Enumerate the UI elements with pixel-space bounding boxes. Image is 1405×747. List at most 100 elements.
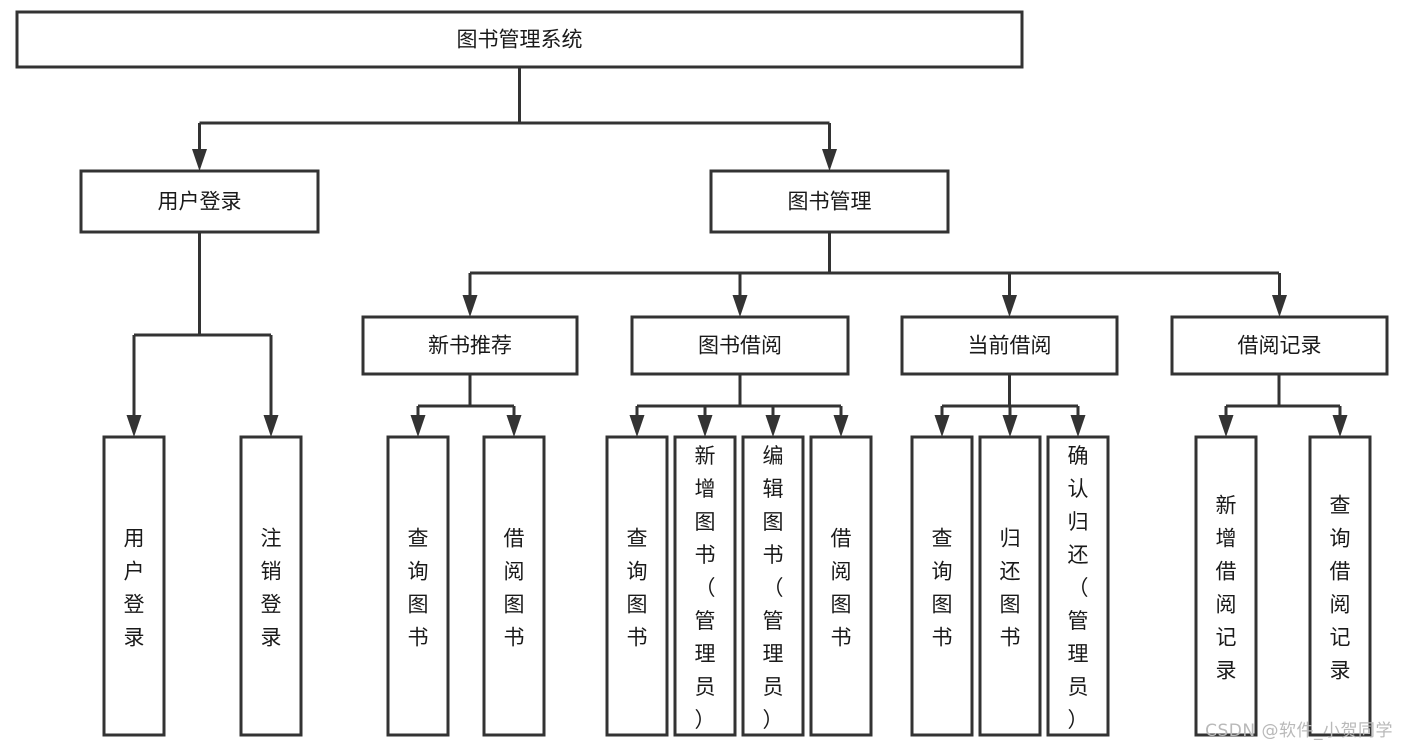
node-bookmgmt[interactable]: 图书管理 xyxy=(709,169,950,234)
node-box-leaf-cb-return[interactable] xyxy=(978,435,1042,737)
label-char: 管 xyxy=(763,609,784,633)
arrow-newbook-to-leaf-nb-borrow xyxy=(506,406,522,437)
node-box-leaf-cb-query[interactable] xyxy=(910,435,974,737)
arrow-current-to-leaf-cb-return xyxy=(1002,406,1018,437)
label-char: 编 xyxy=(763,444,784,468)
label-char: 新 xyxy=(695,444,716,468)
node-box-records[interactable] xyxy=(1170,315,1389,376)
label-char: 阅 xyxy=(1216,593,1237,617)
label-char: 查 xyxy=(932,527,953,551)
node-leaf-bk-edit[interactable]: 编辑图书（管理员） xyxy=(741,435,805,737)
connector-bus-newbook xyxy=(418,374,514,408)
arrow-borrow-to-leaf-bk-add xyxy=(697,406,713,437)
node-leaf-nb-borrow[interactable]: 借阅图书 xyxy=(482,435,546,737)
label-char: 还 xyxy=(1068,543,1089,567)
node-box-leaf-rc-query[interactable] xyxy=(1308,435,1372,737)
label-char: 户 xyxy=(124,560,145,584)
node-box-login[interactable] xyxy=(79,169,320,234)
node-records[interactable]: 借阅记录 xyxy=(1170,315,1389,376)
node-box-leaf-cb-confirm[interactable] xyxy=(1046,435,1110,737)
label-char: 管 xyxy=(695,609,716,633)
node-leaf-cb-query[interactable]: 查询图书 xyxy=(910,435,974,737)
label-char: 辑 xyxy=(763,477,784,501)
node-box-leaf-user-logout[interactable] xyxy=(239,435,303,737)
node-label-leaf-user-login: 用户登录 xyxy=(124,527,145,650)
label-char: 归 xyxy=(1000,527,1021,551)
node-leaf-bk-add[interactable]: 新增图书（管理员） xyxy=(673,435,737,737)
label-char: 员 xyxy=(1068,675,1089,699)
connector-bus-bookmgmt xyxy=(470,232,1279,275)
node-leaf-user-logout[interactable]: 注销登录 xyxy=(239,435,303,737)
node-label-leaf-nb-borrow: 借阅图书 xyxy=(504,527,525,650)
connector-bus-root xyxy=(199,67,830,125)
node-root[interactable]: 图书管理系统 xyxy=(15,10,1024,69)
node-leaf-user-login[interactable]: 用户登录 xyxy=(102,435,166,737)
arrow-bookmgmt-to-borrow xyxy=(732,273,748,317)
arrow-login-to-leaf-user-logout xyxy=(263,335,279,437)
label-char: 查 xyxy=(408,527,429,551)
node-label-leaf-bk-add: 新增图书（管理员） xyxy=(695,444,716,732)
label-char: 录 xyxy=(1330,659,1351,683)
label-char: 管 xyxy=(1068,609,1089,633)
arrow-records-to-leaf-rc-query xyxy=(1332,406,1348,437)
node-leaf-nb-query[interactable]: 查询图书 xyxy=(386,435,450,737)
node-leaf-bk-borrow[interactable]: 借阅图书 xyxy=(809,435,873,737)
node-box-leaf-user-login[interactable] xyxy=(102,435,166,737)
label-char: ） xyxy=(695,708,716,732)
node-label-login: 用户登录 xyxy=(158,190,242,214)
node-borrow[interactable]: 图书借阅 xyxy=(630,315,850,376)
node-current[interactable]: 当前借阅 xyxy=(900,315,1119,376)
node-login[interactable]: 用户登录 xyxy=(79,169,320,234)
node-box-leaf-bk-edit[interactable] xyxy=(741,435,805,737)
node-box-leaf-rc-add[interactable] xyxy=(1194,435,1258,737)
label-char: 借 xyxy=(504,527,525,551)
node-newbook[interactable]: 新书推荐 xyxy=(361,315,579,376)
node-leaf-rc-add[interactable]: 新增借阅记录 xyxy=(1194,435,1258,737)
node-label-leaf-user-logout: 注销登录 xyxy=(261,527,282,650)
node-box-newbook[interactable] xyxy=(361,315,579,376)
node-box-borrow[interactable] xyxy=(630,315,850,376)
node-box-leaf-nb-borrow[interactable] xyxy=(482,435,546,737)
label-char: 阅 xyxy=(1330,593,1351,617)
label-char: ） xyxy=(1068,708,1089,732)
arrow-borrow-to-leaf-bk-borrow xyxy=(833,406,849,437)
label-char: 员 xyxy=(763,675,784,699)
arrow-current-to-leaf-cb-confirm xyxy=(1070,406,1086,437)
label-char: （ xyxy=(695,576,716,600)
node-leaf-cb-return[interactable]: 归还图书 xyxy=(978,435,1042,737)
label-char: 理 xyxy=(1068,642,1089,666)
label-char: 书 xyxy=(504,626,525,650)
label-char: 图 xyxy=(831,593,852,617)
node-box-leaf-nb-query[interactable] xyxy=(386,435,450,737)
label-char: 理 xyxy=(763,642,784,666)
arrow-root-to-bookmgmt xyxy=(822,123,837,171)
label-char: 图 xyxy=(763,510,784,534)
node-leaf-bk-query[interactable]: 查询图书 xyxy=(605,435,669,737)
node-leaf-cb-confirm[interactable]: 确认归还（管理员） xyxy=(1046,435,1110,737)
label-char: 销 xyxy=(261,560,282,584)
node-box-leaf-bk-add[interactable] xyxy=(673,435,737,737)
arrow-root-to-login xyxy=(192,123,207,171)
label-char: 书 xyxy=(408,626,429,650)
node-leaf-rc-query[interactable]: 查询借阅记录 xyxy=(1308,435,1372,737)
node-label-leaf-cb-confirm: 确认归还（管理员） xyxy=(1068,444,1089,732)
label-char: 询 xyxy=(932,560,953,584)
label-char: 书 xyxy=(627,626,648,650)
node-box-bookmgmt[interactable] xyxy=(709,169,950,234)
node-label-leaf-bk-query: 查询图书 xyxy=(627,527,648,650)
node-box-leaf-bk-borrow[interactable] xyxy=(809,435,873,737)
label-char: 登 xyxy=(261,593,282,617)
arrow-bookmgmt-to-newbook xyxy=(462,273,478,317)
node-box-root[interactable] xyxy=(15,10,1024,69)
label-char: 录 xyxy=(1216,659,1237,683)
node-box-current[interactable] xyxy=(900,315,1119,376)
connector-bus-borrow xyxy=(637,374,841,408)
label-char: ） xyxy=(763,708,784,732)
node-box-leaf-bk-query[interactable] xyxy=(605,435,669,737)
label-char: 阅 xyxy=(831,560,852,584)
label-char: 增 xyxy=(1216,527,1237,551)
label-char: 书 xyxy=(932,626,953,650)
arrow-borrow-to-leaf-bk-query xyxy=(629,406,645,437)
arrow-login-to-leaf-user-login xyxy=(126,335,142,437)
